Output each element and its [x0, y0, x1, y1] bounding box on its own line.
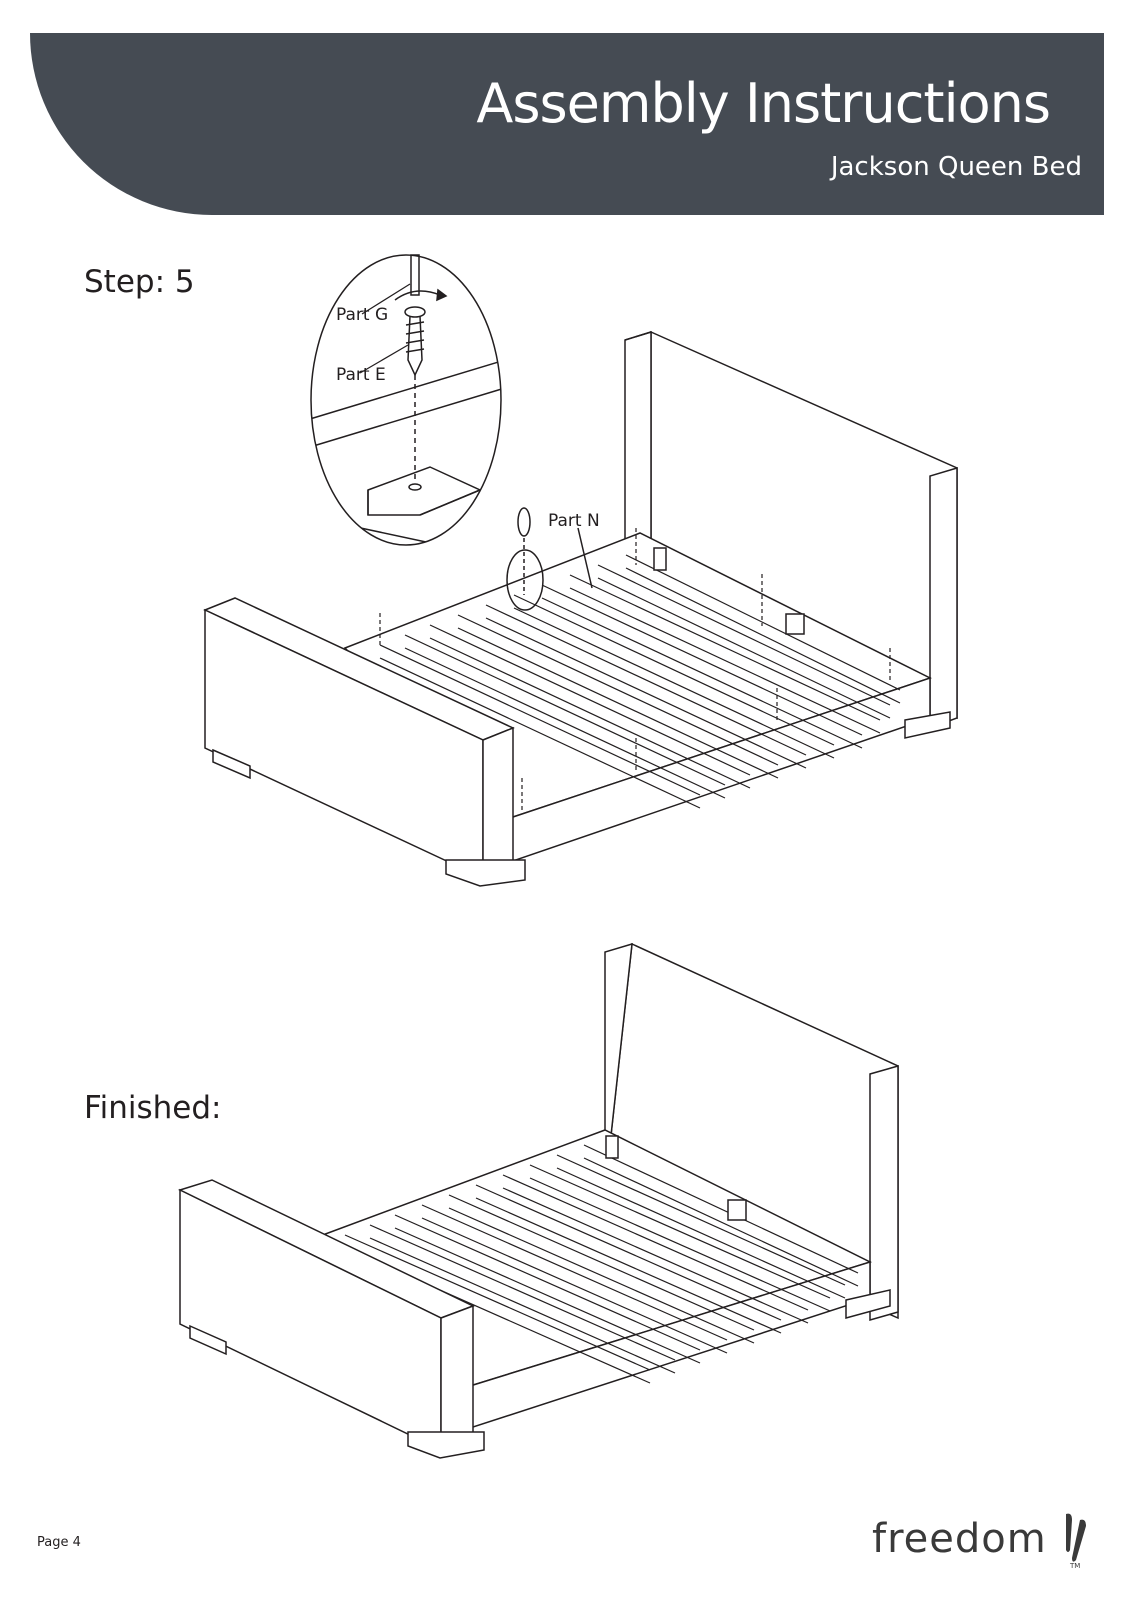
screwdriver-icon [394, 254, 448, 302]
brand-name: freedom [872, 1516, 1047, 1562]
brand-mark-icon [1066, 1513, 1086, 1562]
finished-diagram [177, 942, 899, 1459]
headboard [604, 942, 899, 1321]
fixing-screws [379, 528, 891, 810]
bracket [653, 547, 667, 571]
step-heading: Step: 5 [84, 264, 195, 300]
finished-heading: Finished: [84, 1090, 222, 1126]
part-n-label: Part N [548, 511, 600, 531]
page-title: Assembly Instructions [476, 72, 1051, 135]
part-g-label: Part G [336, 305, 388, 325]
bracket [727, 1199, 747, 1221]
header-banner [30, 33, 1104, 215]
footboard [177, 1179, 485, 1459]
step-5-diagram: Part G Part E [203, 254, 958, 887]
bracket [785, 613, 805, 635]
product-subtitle: Jackson Queen Bed [830, 152, 1082, 182]
brand-logo: freedom TM [872, 1510, 1086, 1570]
part-e-label: Part E [336, 365, 386, 385]
headboard [624, 330, 958, 730]
screw-icon [404, 306, 426, 377]
bracket [605, 1135, 619, 1159]
page-number: Page 4 [37, 1535, 81, 1550]
trademark: TM [1070, 1562, 1081, 1570]
screw-detail-callout [310, 254, 502, 546]
bed-slats [379, 554, 901, 809]
bed-slats [344, 1144, 859, 1384]
part-n-callout [506, 507, 593, 611]
footboard [203, 597, 526, 887]
